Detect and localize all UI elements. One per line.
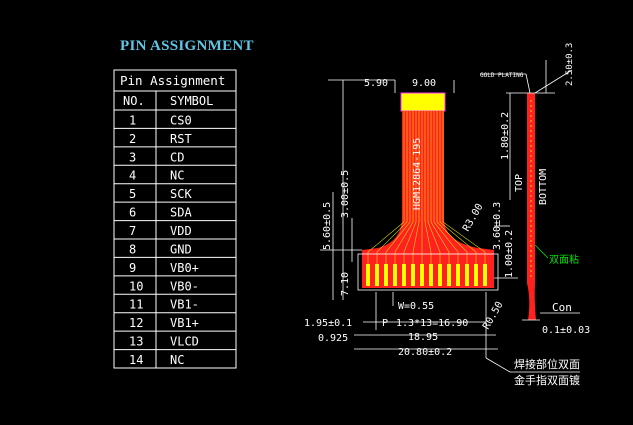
pin-symbol: SCK (170, 187, 192, 201)
side-view (480, 60, 573, 321)
dim-p: P (382, 318, 388, 329)
pin-symbol: GND (170, 242, 192, 256)
dim-5-60: 5.60±0.5 (322, 202, 333, 250)
pin-symbol: CD (170, 150, 184, 164)
pin-symbol: VB1+ (170, 316, 199, 330)
dim-3-00: 3.00±0.5 (340, 170, 351, 218)
gold-plating-label: GOLD PLATING (480, 72, 524, 79)
bonding-pad (447, 264, 451, 286)
pin-number: 6 (129, 206, 136, 220)
bonding-pad (456, 264, 460, 286)
page-title: PIN ASSIGNMENT (120, 38, 254, 54)
bonding-pad (429, 264, 433, 286)
bonding-pad (474, 264, 478, 286)
pin-number: 5 (129, 187, 136, 201)
bonding-pad (483, 264, 487, 286)
pin-symbol: VB0+ (170, 261, 199, 275)
pin-table (113, 69, 237, 369)
pin-symbol: VB0- (170, 279, 199, 293)
pin-number: 9 (129, 261, 136, 275)
dim-w-0-55: W=0.55 (398, 301, 434, 312)
pin-number: 14 (129, 353, 143, 367)
pin-number: 11 (129, 298, 143, 312)
bonding-pad (465, 264, 469, 286)
pin-number: 12 (129, 316, 143, 330)
dim-pitch: 1.3*13=16.90 (396, 318, 468, 329)
pin-symbol: NC (170, 353, 184, 367)
pin-number: 8 (129, 242, 136, 256)
top-label: TOP (514, 174, 525, 192)
fpc-cable (362, 92, 494, 288)
bonding-pad (402, 264, 406, 286)
pin-symbol: VDD (170, 224, 192, 238)
part-number: HGM12864-195 (412, 138, 423, 210)
note-2: 金手指双面镀 (514, 373, 580, 387)
bonding-pad (393, 264, 397, 286)
pin-number: 3 (129, 150, 136, 164)
dim-0-925: 0.925 (318, 333, 348, 344)
pin-symbol: CS0 (170, 113, 192, 127)
note-1: 焊接部位双面 (514, 357, 580, 371)
pin-symbol: SDA (170, 206, 192, 220)
pin-number: 7 (129, 224, 136, 238)
dim-9-00: 9.00 (412, 78, 436, 89)
pin-number: 2 (129, 132, 136, 146)
column-header-symbol: SYMBOL (170, 94, 213, 108)
bonding-pad (375, 264, 379, 286)
dim-1-80: 1.80±0.2 (500, 112, 511, 160)
double-side-tape-label: 双面粘 (549, 253, 579, 266)
pin-symbol: VB1- (170, 298, 199, 312)
dim-1-00: 1.00±0.2 (504, 230, 515, 278)
bonding-pad (366, 264, 370, 286)
dim-7-10: 7.10 (340, 272, 351, 296)
table-caption: Pin Assignment (120, 73, 225, 88)
bonding-pad (384, 264, 388, 286)
dim-2-50: 2.50±0.3 (565, 43, 575, 86)
dim-5-90: 5.90 (364, 78, 388, 89)
pin-number: 1 (129, 113, 136, 127)
pin-symbol: VLCD (170, 335, 199, 349)
dim-r3-00: R3.00 (461, 202, 486, 234)
column-header-no: NO. (123, 94, 145, 108)
dim-18-95: 18.95 (408, 332, 438, 343)
dim-r0-50: R0.50 (481, 300, 506, 332)
pin-symbol: NC (170, 169, 184, 183)
pin-number: 13 (129, 335, 143, 349)
pin-symbol: RST (170, 132, 192, 146)
bonding-pad (420, 264, 424, 286)
dim-1-95: 1.95±0.1 (304, 318, 352, 329)
bottom-label: BOTTOM (538, 169, 549, 205)
pin-number: 4 (129, 169, 136, 183)
con-label: Con (552, 301, 572, 314)
pin-number: 10 (129, 279, 143, 293)
bonding-pad (438, 264, 442, 286)
dim-0-1: 0.1±0.03 (542, 325, 590, 336)
bonding-pad (411, 264, 415, 286)
dim-20-80: 20.80±0.2 (398, 347, 452, 358)
